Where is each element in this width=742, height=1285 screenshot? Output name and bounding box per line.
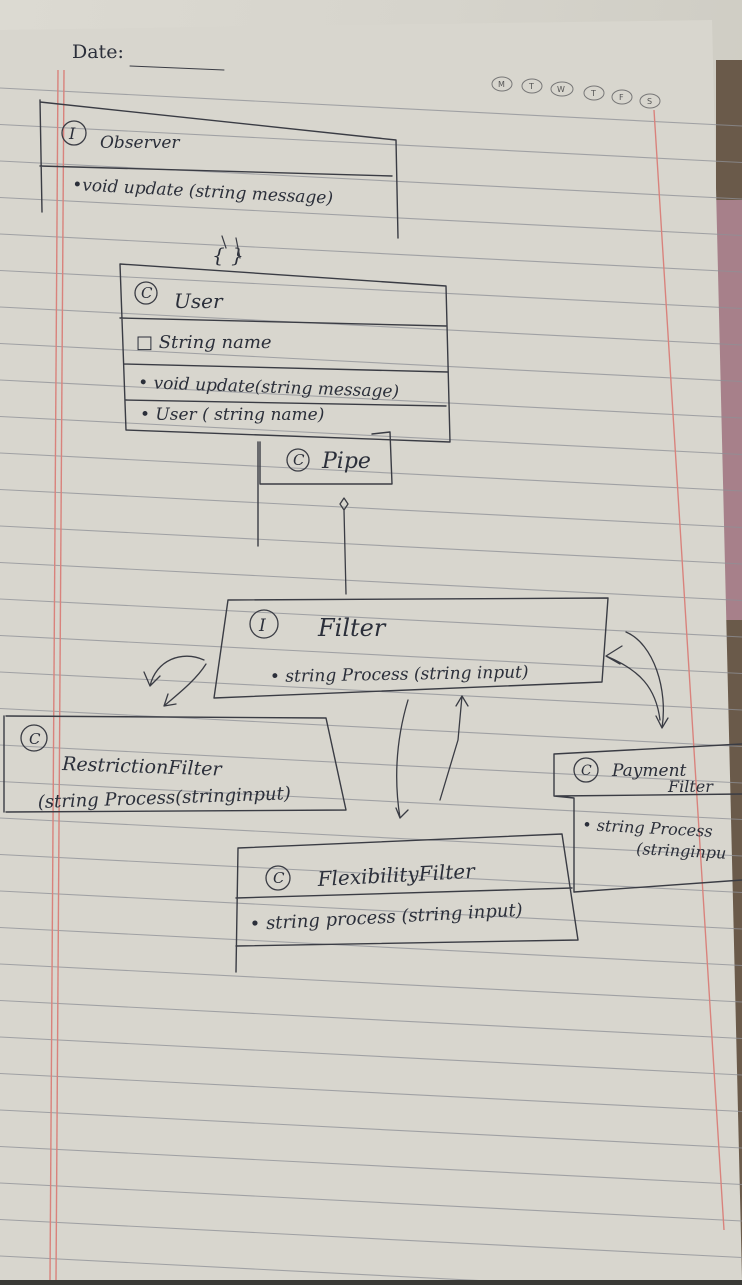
rule-line-21 [0,853,742,894]
pipe-class: C Pipe [257,431,393,547]
rule-line-9 [0,415,742,456]
day-box-t2 [583,85,605,101]
rule-line-23 [0,926,742,967]
day-box-f [611,89,633,105]
rule-line-3 [0,196,742,237]
rule-line-15 [0,634,742,675]
user-class: C User □ String name • void update(strin… [119,263,451,443]
filter-class: I Filter • string Process (string input) [213,597,609,699]
payment-filter-name-2: Filter [667,777,714,796]
filter-stereotype: I [258,616,266,636]
day-box-w [550,81,574,97]
date-underline [129,65,225,71]
rule-line-29 [0,1145,742,1186]
rule-line-4 [0,233,742,273]
restriction-stereotype: C [29,730,41,748]
user-stereotype-circle [134,281,158,305]
observer-stereotype: I [68,124,76,143]
user-method-constructor: • User ( string name) [140,405,324,425]
flexibility-stereotype-circle [265,865,291,891]
pipe-stereotype-circle [286,448,310,472]
day-boxes: M T W T F S [491,76,661,109]
rule-line-25 [0,999,742,1040]
rule-line-20 [0,817,742,857]
rule-line-0 [0,87,742,127]
rule-line-10 [0,452,742,492]
payment-stereotype: C [581,763,592,779]
day-box-m [491,76,513,92]
flexibility-filter-box [235,833,742,973]
payment-inherit-arrows [605,631,669,729]
day-box-t [521,78,543,94]
user-field: □ String name [136,332,272,353]
flexibility-stereotype: C [273,869,285,887]
day-t: T [528,82,534,91]
rule-line-27 [0,1072,742,1113]
rule-line-6 [0,306,742,346]
rule-line-28 [0,1109,742,1149]
pipe-name: Pipe [321,449,371,474]
observer-name: Observer [100,133,180,153]
rule-line-31 [0,1218,742,1259]
date-label: Date: [72,41,124,63]
user-name: User [174,289,224,313]
day-t2: T [590,89,596,98]
flexibility-inherit-arrows [395,695,469,819]
pipe-stereotype: C [293,451,305,469]
rule-line-5 [0,269,742,310]
day-f: F [619,93,624,102]
rule-line-18 [0,744,742,784]
rule-line-14 [0,598,742,638]
user-stereotype: C [141,284,153,302]
rule-line-17 [0,707,742,748]
restriction-inherit-arrows [143,655,207,707]
day-m: M [498,80,505,89]
rule-line-11 [0,488,742,529]
payment-stereotype-circle [573,757,599,783]
filter-stereotype-circle [249,609,279,639]
payment-filter-box [553,743,742,893]
restriction-stereotype-circle [20,724,48,752]
rule-line-22 [0,890,742,930]
day-box-s [639,93,661,109]
rule-line-12 [0,525,742,565]
rule-line-32 [0,1255,578,1285]
day-w: W [557,85,565,94]
day-s: S [647,97,652,106]
filter-name: Filter [317,614,387,642]
rule-line-1 [0,123,742,164]
margin-line-left-1 [49,69,59,1281]
realization-label: { } [212,243,244,267]
rule-line-26 [0,1036,742,1076]
rule-line-19 [0,780,742,821]
rule-line-13 [0,561,742,602]
observer-stereotype-circle [61,120,87,146]
ruled-lines [0,87,742,1285]
margin-line-left-2 [55,69,65,1281]
payment-filter-name-1: Payment [611,761,687,781]
composition-arrow [339,497,349,595]
rule-line-2 [0,160,742,200]
rule-line-8 [0,379,742,419]
payment-filter-method-2: (stringinpu [636,839,727,863]
observer-box [39,99,399,239]
realization-arrow [221,235,241,259]
filter-method: • string Process (string input) [270,662,529,687]
rule-line-30 [0,1182,742,1222]
restriction-filter-box [3,715,347,813]
margin-line-right [653,109,725,1231]
page-sheet [0,20,742,1280]
filter-box [213,597,609,699]
pipe-box [257,431,393,547]
rule-line-24 [0,963,742,1003]
user-box [119,263,451,443]
